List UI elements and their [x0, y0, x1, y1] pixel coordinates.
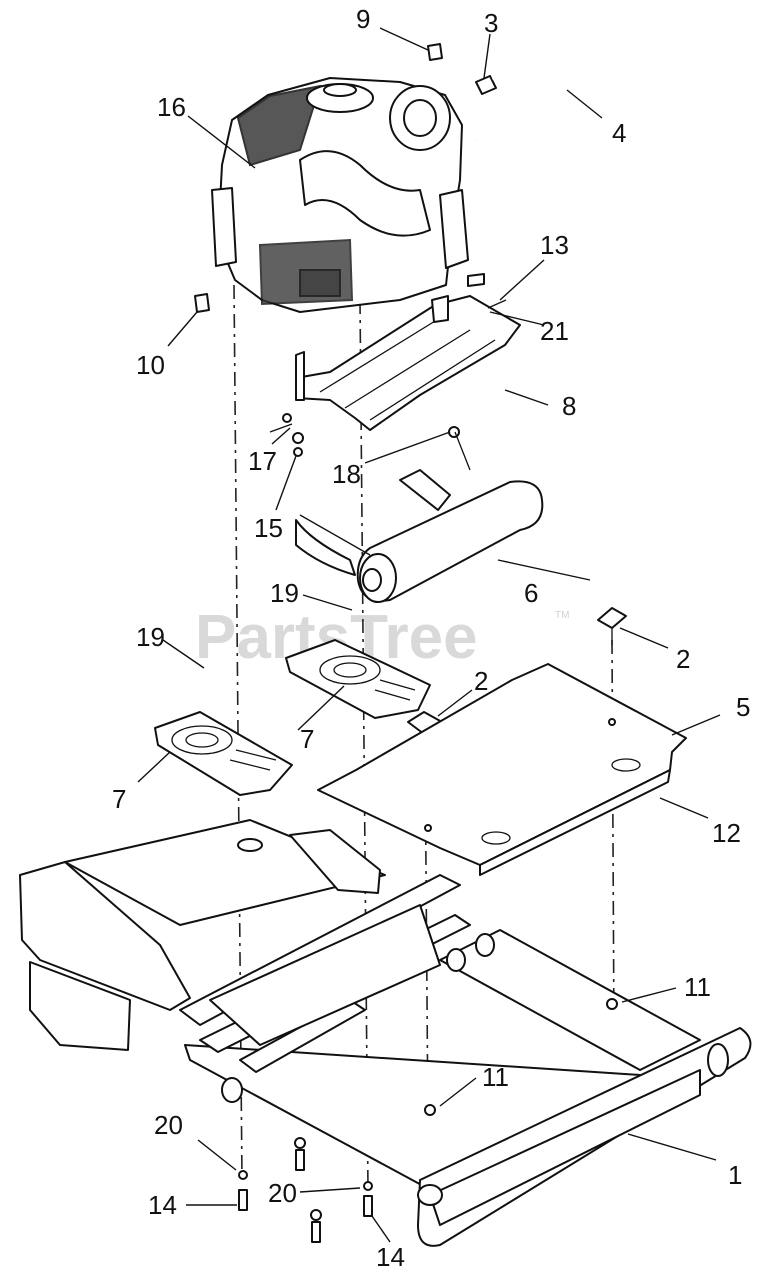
callout-4: 4 — [612, 118, 626, 148]
callout-16: 16 — [157, 92, 186, 122]
mount-plate-left — [154, 711, 293, 796]
callout-11-left: 11 — [482, 1062, 509, 1092]
heat-shield — [295, 273, 521, 431]
fuel-line-parts — [194, 43, 572, 313]
leader-lines — [137, 27, 721, 1243]
callout-labels: 9 3 16 4 13 21 10 8 17 18 15 19 6 2 19 2… — [112, 4, 750, 1272]
callout-14-left: 14 — [148, 1190, 177, 1220]
callout-9: 9 — [356, 4, 370, 34]
callout-5: 5 — [736, 692, 750, 722]
callout-6: 6 — [524, 578, 538, 608]
callout-15: 15 — [254, 513, 283, 543]
callout-20-right: 20 — [268, 1178, 297, 1208]
watermark-trademark: TM — [555, 610, 569, 621]
muffler — [295, 431, 544, 603]
callout-13: 13 — [540, 230, 569, 260]
callout-10: 10 — [136, 350, 165, 380]
callout-11-right: 11 — [684, 972, 711, 1002]
callout-8: 8 — [562, 391, 576, 421]
callout-19-top: 19 — [270, 578, 299, 608]
cover-plate — [317, 663, 687, 876]
callout-7-left: 7 — [112, 784, 126, 814]
callout-18: 18 — [332, 459, 361, 489]
callout-2-left: 2 — [474, 666, 488, 696]
bottom-hardware — [238, 1137, 373, 1243]
callout-1: 1 — [728, 1160, 742, 1190]
callout-20-left: 20 — [154, 1110, 183, 1140]
main-frame — [19, 819, 752, 1247]
callout-2-right: 2 — [676, 644, 690, 674]
engine-illustration — [211, 77, 469, 313]
callout-7-right: 7 — [300, 724, 314, 754]
callout-14-right: 14 — [376, 1242, 405, 1272]
mount-plate-right — [285, 639, 431, 719]
callout-3: 3 — [484, 8, 498, 38]
callout-19-left: 19 — [136, 622, 165, 652]
knob-right — [597, 607, 627, 645]
callout-17: 17 — [248, 446, 277, 476]
callout-21: 21 — [540, 316, 569, 346]
callout-12: 12 — [712, 818, 741, 848]
